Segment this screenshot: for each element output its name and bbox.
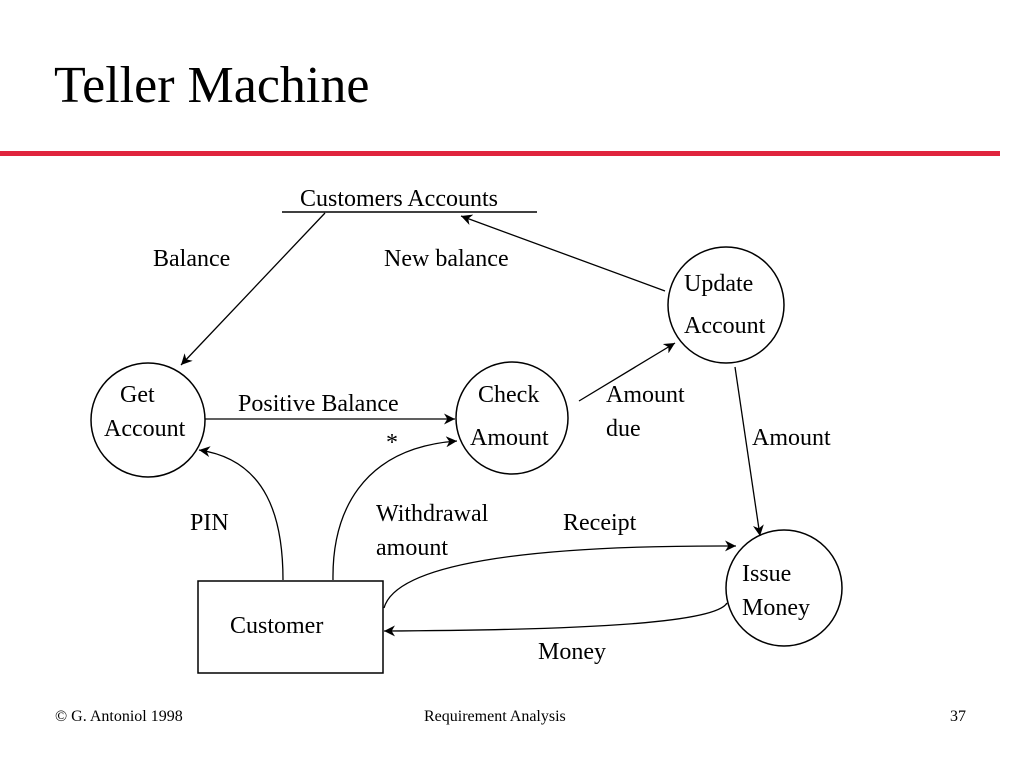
footer-page-number: 37 (950, 708, 966, 725)
flow-arrow-receipt (383, 540, 737, 609)
process-check-amount-label-1: Check (478, 382, 539, 408)
flow-label-new-balance: New balance (384, 246, 509, 272)
process-update-account-label-2: Account (684, 313, 766, 339)
flow-label-pin: PIN (190, 510, 229, 536)
flow-arrow-pin (198, 446, 284, 581)
slide-title: Teller Machine (54, 57, 370, 114)
process-check-amount-circle (455, 361, 569, 475)
flow-arrow-amount-due (578, 342, 676, 402)
title-divider (0, 151, 1000, 156)
flow-label-withdrawal-2: amount (376, 535, 448, 561)
flow-arrow-balance (180, 212, 326, 366)
flow-arrow-money (383, 602, 728, 637)
flow-label-positive-balance: Positive Balance (238, 391, 399, 417)
process-update-account-circle (667, 246, 785, 364)
flow-label-amount-due-2: due (606, 416, 641, 442)
process-get-account: Get Account (90, 362, 206, 478)
flow-label-amount: Amount (752, 425, 831, 451)
process-check-amount-label-2: Amount (470, 425, 549, 451)
external-entity-label: Customer (230, 613, 323, 639)
process-issue-money: Issue Money (725, 529, 843, 647)
flow-arrow-new-balance (460, 214, 666, 292)
flow-arrow-amount (734, 366, 764, 537)
data-store-customers-accounts: Customers Accounts (282, 186, 537, 213)
data-store-label: Customers Accounts (300, 186, 498, 212)
process-issue-money-circle (725, 529, 843, 647)
external-entity-box (197, 580, 384, 674)
footer-course: Requirement Analysis (424, 708, 566, 725)
process-issue-money-label-1: Issue (742, 561, 791, 587)
flow-label-money: Money (538, 639, 606, 665)
flow-label-receipt: Receipt (563, 510, 637, 536)
footer-author: © G. Antoniol 1998 (55, 708, 183, 725)
process-get-account-circle (90, 362, 206, 478)
flow-label-amount-due-1: Amount (606, 382, 685, 408)
process-update-account-label-1: Update (684, 271, 753, 297)
process-issue-money-label-2: Money (742, 595, 810, 621)
process-get-account-label-2: Account (104, 416, 186, 442)
flow-label-withdrawal-1: Withdrawal (376, 501, 489, 527)
process-get-account-label-1: Get (120, 382, 155, 408)
process-update-account: Update Account (667, 246, 785, 364)
flow-label-star: * (386, 430, 398, 456)
flow-label-balance: Balance (153, 246, 230, 272)
flow-arrow-withdrawal-amount (332, 436, 458, 581)
external-entity-customer: Customer (197, 580, 384, 674)
process-check-amount: Check Amount (455, 361, 569, 475)
